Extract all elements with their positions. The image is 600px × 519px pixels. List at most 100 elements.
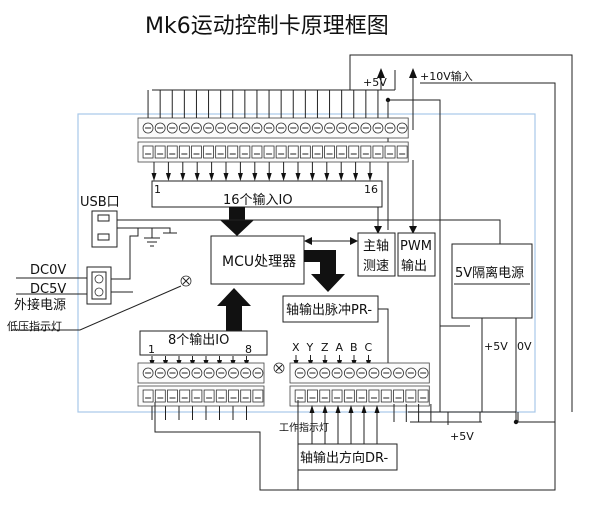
direction-arrowhead [374,405,380,413]
terminal-pin [191,389,203,403]
low-voltage-led [12,275,192,331]
terminal-pin [215,389,227,403]
terminal-pin [396,145,408,159]
input-arrowhead [180,173,186,181]
terminal-pin [348,145,360,159]
terminal-pin [405,389,417,403]
outputs-8-label: 8个输出IO [168,332,229,348]
direction-arrowhead [322,405,328,413]
axis-direction-wiring [309,404,432,444]
input-arrowhead [338,173,344,181]
terminal-pin [239,145,251,159]
input-arrows [151,162,373,181]
spindle-speed-box [357,232,396,277]
direction-arrowhead [335,405,341,413]
input-terminal-block-lower [137,141,409,163]
board-outline [77,113,536,413]
axis-terminal-block-upper [289,362,430,384]
terminal-pin [336,145,348,159]
input-arrowhead [223,173,229,181]
terminal-pin [324,145,335,159]
input-terminal-block-upper [137,90,409,139]
terminal-pin [331,389,343,403]
dc0v-label: DC0V [30,263,66,278]
input-arrowhead [209,173,215,181]
inputs-box [151,180,383,208]
terminal-pin [166,145,178,159]
terminal-pin [252,389,264,403]
mcu-label: MCU处理器 [222,254,296,270]
arrow-mcu-spindle [304,237,358,245]
label-0v: 0V [517,340,532,353]
axis-direction-label: 轴输出方向DR- [300,450,389,466]
terminal-pin [393,389,404,403]
terminal-pin [203,145,214,159]
input-arrowhead [165,173,171,181]
work-led [273,362,285,374]
arrow-mcu-to-axis [304,250,345,292]
terminal-pin [179,389,191,403]
axis-letter: Y [306,341,314,354]
output-end-label: 8 [245,343,252,356]
terminal-pin [154,389,166,403]
input-arrowhead [151,173,157,181]
terminal-pin [343,389,355,403]
axis-pulse-box [282,295,379,323]
terminal-pin [299,145,311,159]
terminal-pin [307,389,318,403]
terminal-pin [356,389,368,403]
terminal-pin [294,389,306,403]
terminal-pin [360,145,372,159]
terminal-pin [287,145,299,159]
terminal-pin [203,389,215,403]
axis-letter: A [336,341,344,354]
terminal-pin [275,145,287,159]
input-arrowhead [353,173,359,181]
direction-arrowhead [309,405,315,413]
arrow-plus5v-top [377,68,385,90]
terminal-pin [368,389,380,403]
output-start-label: 1 [148,343,155,356]
terminal-pin [191,145,202,159]
pwm-output-box [397,232,436,277]
spindle-line2: 测速 [363,259,389,274]
terminal-pin [263,145,275,159]
input-arrowhead [266,173,272,181]
terminal-pin [154,145,166,159]
isolated-power-label: 5V隔离电源 [455,265,524,281]
label-10v-input: +10V输入 [420,69,473,83]
axis-letter: Z [321,341,329,354]
input-arrowhead [194,173,200,181]
input-arrowhead [309,173,315,181]
terminal-pin [417,389,429,403]
terminal-pin [142,389,154,403]
input-arrowhead [252,173,258,181]
terminal-pin [319,389,331,403]
dc-power-connector [16,228,139,305]
ext-power-label: 外接电源 [14,297,66,313]
low-voltage-led-label: 低压指示灯 [7,319,62,333]
pwm-line2: 输出 [401,258,427,274]
axis-letter: X [292,341,300,354]
terminal-pin [228,389,239,403]
diagram-title: Mk6运动控制卡原理框图 [145,14,389,39]
output-terminal-block-lower [137,385,265,407]
terminal-pin [372,145,384,159]
dc5v-label: DC5V [30,282,66,297]
inputs-16-label: 16个输入IO [223,192,293,208]
terminal-pin [240,389,252,403]
outputs-box [139,330,268,356]
output-terminal-block-upper [137,362,265,384]
label-plus5v-bottom: +5V [450,430,474,443]
terminal-pin [227,145,239,159]
terminal-pin [142,145,154,159]
usb-wiring [117,160,501,247]
pwm-line1: PWM [400,239,432,254]
axis-terminal-block-lower [289,385,430,407]
arrow-outputs-to-mcu [217,288,251,331]
terminal-pin [251,145,263,159]
usb-label: USB口 [80,195,120,210]
terminal-pin [312,145,323,159]
direction-arrowhead [348,405,354,413]
axis-letter: B [350,341,358,354]
